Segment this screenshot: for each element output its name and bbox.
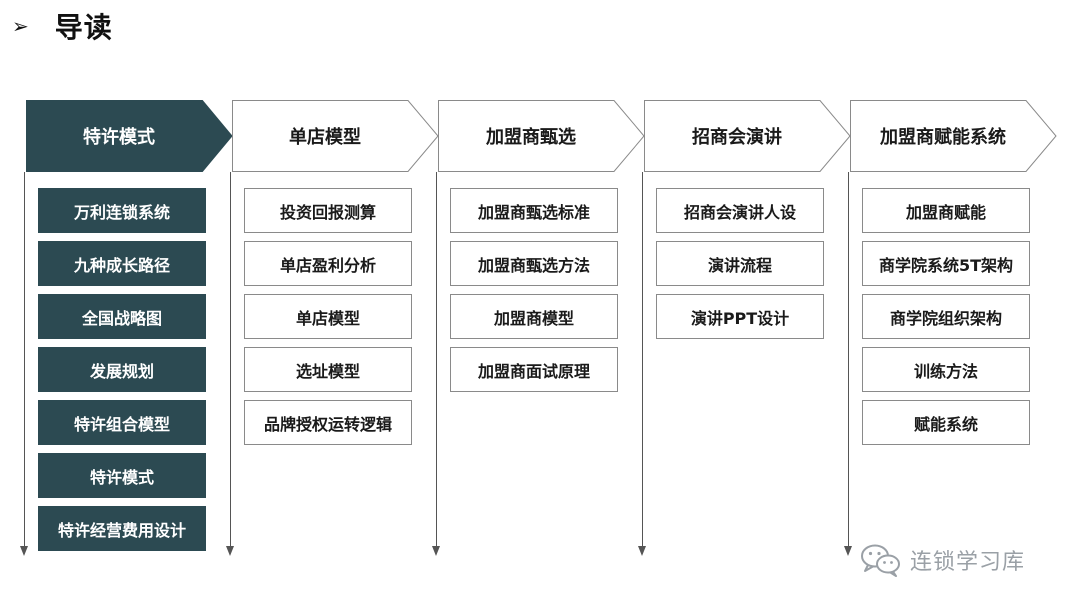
list-item: 训练方法 — [862, 347, 1030, 392]
list-item: 发展规划 — [38, 347, 206, 392]
list-item: 投资回报测算 — [244, 188, 412, 233]
list-item: 单店盈利分析 — [244, 241, 412, 286]
column-header-label: 单店模型 — [289, 127, 361, 148]
page-title: 导读 — [54, 11, 113, 44]
timeline-line — [848, 172, 849, 548]
list-item: 全国战略图 — [38, 294, 206, 339]
list-item: 赋能系统 — [862, 400, 1030, 445]
column-header-label: 加盟商赋能系统 — [880, 127, 1006, 148]
arrow-down-icon — [20, 546, 28, 556]
list-item: 商学院组织架构 — [862, 294, 1030, 339]
chevron-header-shape — [438, 100, 645, 172]
chevron-header-shape — [644, 100, 851, 172]
list-item: 加盟商赋能 — [862, 188, 1030, 233]
list-item: 九种成长路径 — [38, 241, 206, 286]
column-single-store-model: 单店模型 投资回报测算 单店盈利分析 单店模型 选址模型 品牌授权运转逻辑 — [226, 100, 440, 560]
timeline-line — [24, 172, 25, 548]
list-item: 单店模型 — [244, 294, 412, 339]
timeline-line — [436, 172, 437, 548]
list-item: 加盟商面试原理 — [450, 347, 618, 392]
column-franchise-model: 特许模式 万利连锁系统 九种成长路径 全国战略图 发展规划 特许组合模型 特许模… — [20, 100, 234, 560]
column-items: 招商会演讲人设 演讲流程 演讲PPT设计 — [656, 188, 824, 347]
list-item: 特许经营费用设计 — [38, 506, 206, 551]
column-items: 加盟商赋能 商学院系统5T架构 商学院组织架构 训练方法 赋能系统 — [862, 188, 1030, 453]
wechat-icon — [861, 544, 900, 577]
arrow-down-icon — [432, 546, 440, 556]
chevron-header-shape — [232, 100, 439, 172]
column-franchisee-empowerment: 加盟商赋能系统 加盟商赋能 商学院系统5T架构 商学院组织架构 训练方法 赋能系… — [844, 100, 1058, 560]
column-header: 单店模型 — [232, 100, 440, 172]
chevron-header-shape — [850, 100, 1057, 172]
list-item: 品牌授权运转逻辑 — [244, 400, 412, 445]
column-header: 特许模式 — [26, 100, 234, 172]
list-item: 万利连锁系统 — [38, 188, 206, 233]
column-header: 招商会演讲 — [644, 100, 852, 172]
list-item: 特许模式 — [38, 453, 206, 498]
column-header: 加盟商甄选 — [438, 100, 646, 172]
column-header-label: 特许模式 — [83, 127, 155, 148]
column-items: 加盟商甄选标准 加盟商甄选方法 加盟商模型 加盟商面试原理 — [450, 188, 618, 400]
list-item: 选址模型 — [244, 347, 412, 392]
column-header-label: 加盟商甄选 — [486, 127, 576, 148]
arrow-down-icon — [638, 546, 646, 556]
chevron-header-shape — [26, 100, 233, 172]
column-items: 万利连锁系统 九种成长路径 全国战略图 发展规划 特许组合模型 特许模式 特许经… — [38, 188, 206, 559]
list-item: 演讲PPT设计 — [656, 294, 824, 339]
column-investment-speech: 招商会演讲 招商会演讲人设 演讲流程 演讲PPT设计 — [638, 100, 852, 560]
list-item: 招商会演讲人设 — [656, 188, 824, 233]
watermark: 连锁学习库 — [860, 540, 1025, 580]
list-item: 商学院系统5T架构 — [862, 241, 1030, 286]
timeline-line — [642, 172, 643, 548]
column-items: 投资回报测算 单店盈利分析 单店模型 选址模型 品牌授权运转逻辑 — [244, 188, 412, 453]
list-item: 加盟商模型 — [450, 294, 618, 339]
arrow-down-icon — [226, 546, 234, 556]
list-item: 特许组合模型 — [38, 400, 206, 445]
column-franchisee-selection: 加盟商甄选 加盟商甄选标准 加盟商甄选方法 加盟商模型 加盟商面试原理 — [432, 100, 646, 560]
column-header-label: 招商会演讲 — [692, 127, 782, 148]
timeline-line — [230, 172, 231, 548]
title-bullet: ➢ — [12, 14, 29, 38]
list-item: 加盟商甄选方法 — [450, 241, 618, 286]
list-item: 演讲流程 — [656, 241, 824, 286]
page-title-row: ➢ 导读 — [12, 4, 113, 48]
list-item: 加盟商甄选标准 — [450, 188, 618, 233]
column-header: 加盟商赋能系统 — [850, 100, 1058, 172]
watermark-text: 连锁学习库 — [910, 550, 1026, 575]
arrow-down-icon — [844, 546, 852, 556]
